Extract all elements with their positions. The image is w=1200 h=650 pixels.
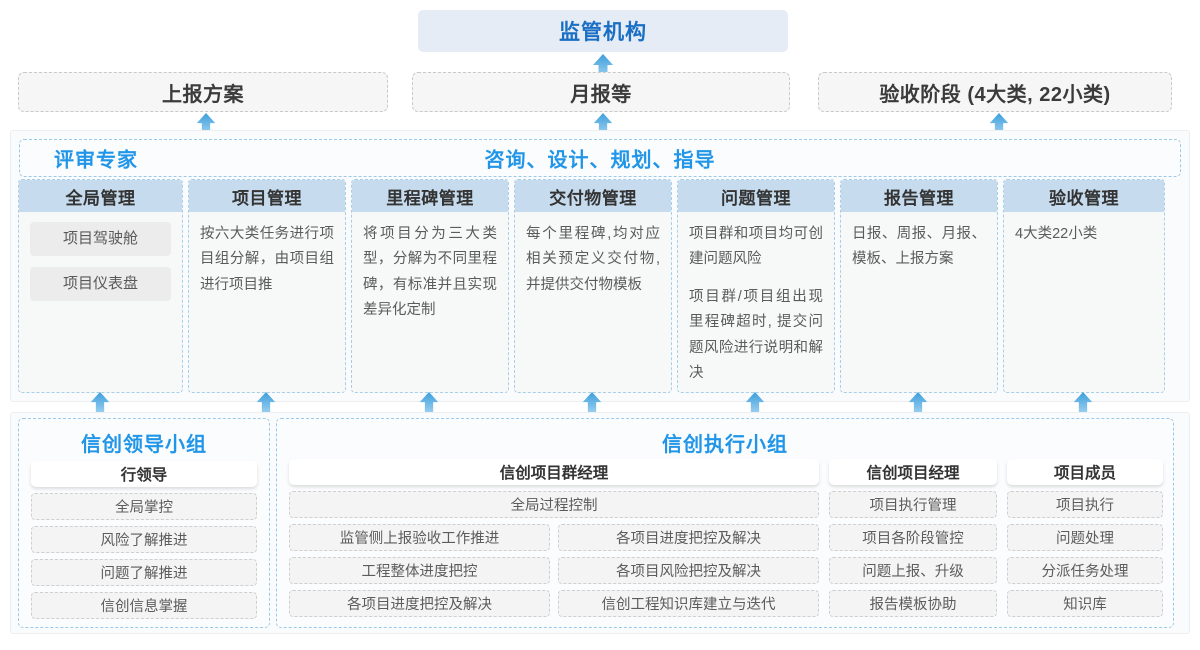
column-issue-management[interactable]: 问题管理 项目群和项目均可创建问题风险 项目群/项目组出现里程碑超时, 提交问题… [677,179,835,393]
column-project-management[interactable]: 项目管理 按六大类任务进行项目组分解，由项目组进行项目推 [188,179,346,393]
task-item[interactable]: 各项目风险把控及解决 [558,557,819,584]
panel-header-center-label: 咨询、设计、规划、指导 [484,149,716,172]
role-card-project-manager[interactable]: 信创项目经理 [829,459,997,485]
regulator-label: 监管机构 [559,21,647,44]
task-item[interactable]: 项目执行管理 [829,491,997,518]
column-paragraph: 将项目分为三大类型，分解为不同里程碑，有标准并且实现差异化定制 [363,226,497,319]
role-card-bank-leader[interactable]: 行领导 [31,461,257,487]
column-acceptance-management[interactable]: 验收管理 4大类22小类 [1003,179,1165,393]
leader-group-title: 信创领导小组 [81,434,207,456]
task-item[interactable]: 监管侧上报验收工作推进 [289,524,550,551]
column-title: 问题管理 [678,180,834,212]
report-box-monthly: 月报等 [412,72,790,112]
column-body: 项目驾驶舱 项目仪表盘 [19,212,182,301]
task-item[interactable]: 信创信息掌握 [31,592,257,619]
task-item[interactable]: 各项目进度把控及解决 [289,590,550,617]
column-body: 4大类22小类 [1004,212,1164,247]
arrow-up-col-3 [582,392,602,420]
role-card-program-manager[interactable]: 信创项目群经理 [289,459,819,485]
exec-group[interactable]: 信创执行小组 信创项目群经理 全局过程控制 监管侧上报验收工作推进 工程整体进度… [276,418,1174,628]
column-paragraph: 4大类22小类 [1015,226,1098,242]
column-body: 将项目分为三大类型，分解为不同里程碑，有标准并且实现差异化定制 [352,212,508,324]
task-item[interactable]: 各项目进度把控及解决 [558,524,819,551]
column-milestone-management[interactable]: 里程碑管理 将项目分为三大类型，分解为不同里程碑，有标准并且实现差异化定制 [351,179,509,393]
column-title: 验收管理 [1004,180,1164,212]
arrow-up-col-4 [745,392,765,420]
task-item[interactable]: 风险了解推进 [31,526,257,553]
column-paragraph: 每个里程碑,均对应相关预定义交付物,并提供交付物模板 [526,226,660,293]
column-body: 日报、周报、月报、模板、上报方案 [841,212,997,273]
arrow-up-to-acceptance [989,113,1009,141]
task-item[interactable]: 全局掌控 [31,493,257,520]
pill-item[interactable]: 项目仪表盘 [30,267,171,301]
panel-header: 评审专家 咨询、设计、规划、指导 [19,139,1181,177]
column-title: 报告管理 [841,180,997,212]
role-card-project-member[interactable]: 项目成员 [1007,459,1163,485]
arrow-up-regulator [593,54,613,82]
report-label-2: 验收阶段 (4大类, 22小类) [879,83,1111,106]
column-title: 交付物管理 [515,180,671,212]
report-label-0: 上报方案 [162,83,244,106]
report-label-1: 月报等 [570,83,632,106]
report-box-acceptance: 验收阶段 (4大类, 22小类) [818,72,1172,112]
arrow-up-col-1 [256,392,276,420]
column-report-management[interactable]: 报告管理 日报、周报、月报、模板、上报方案 [840,179,998,393]
arrow-up-to-monthly [593,113,613,141]
task-item[interactable]: 工程整体进度把控 [289,557,550,584]
regulator-box: 监管机构 [418,10,788,52]
task-item[interactable]: 问题上报、升级 [829,557,997,584]
task-item[interactable]: 项目执行 [1007,491,1163,518]
column-paragraph: 项目群和项目均可创建问题风险 [689,226,823,268]
arrow-up-col-2 [419,392,439,420]
arrow-up-col-6 [1073,392,1093,420]
column-title: 项目管理 [189,180,345,212]
column-body: 每个里程碑,均对应相关预定义交付物,并提供交付物模板 [515,212,671,298]
task-item[interactable]: 信创工程知识库建立与迭代 [558,590,819,617]
column-global-management[interactable]: 全局管理 项目驾驶舱 项目仪表盘 [18,179,183,393]
column-paragraph: 按六大类任务进行项目组分解，由项目组进行项目推 [200,226,334,293]
report-box-plan: 上报方案 [18,72,388,112]
column-body: 项目群和项目均可创建问题风险 项目群/项目组出现里程碑超时, 提交问题风险进行说… [678,212,834,386]
column-deliverable-management[interactable]: 交付物管理 每个里程碑,均对应相关预定义交付物,并提供交付物模板 [514,179,672,393]
leader-group[interactable]: 信创领导小组 行领导 全局掌控 风险了解推进 问题了解推进 信创信息掌握 [18,418,270,628]
column-title: 里程碑管理 [352,180,508,212]
task-item[interactable]: 项目各阶段管控 [829,524,997,551]
pill-item[interactable]: 项目驾驶舱 [30,222,171,256]
exec-group-title: 信创执行小组 [662,434,788,456]
task-item[interactable]: 问题了解推进 [31,559,257,586]
task-item[interactable]: 报告模板协助 [829,590,997,617]
arrow-up-col-5 [908,392,928,420]
task-item[interactable]: 分派任务处理 [1007,557,1163,584]
column-body: 按六大类任务进行项目组分解，由项目组进行项目推 [189,212,345,298]
panel-header-left-label: 评审专家 [54,149,138,172]
arrow-up-to-plan [196,113,216,141]
task-item[interactable]: 问题处理 [1007,524,1163,551]
arrow-up-col-0 [90,392,110,420]
column-paragraph: 项目群/项目组出现里程碑超时, 提交问题风险进行说明和解决 [689,288,823,381]
task-item-full-width[interactable]: 全局过程控制 [289,491,819,518]
task-item[interactable]: 知识库 [1007,590,1163,617]
column-paragraph: 日报、周报、月报、模板、上报方案 [852,226,986,268]
column-title: 全局管理 [19,180,182,212]
